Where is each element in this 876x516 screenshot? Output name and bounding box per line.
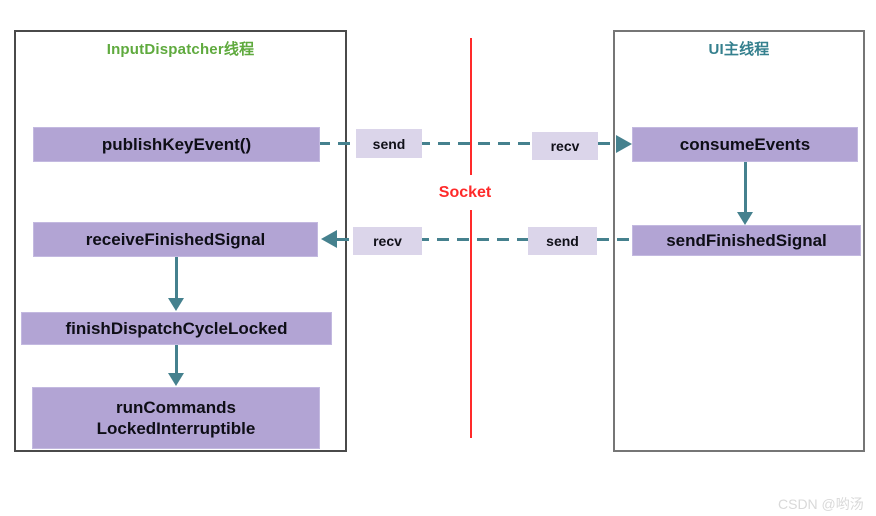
node-runcommandslockedinterruptible: runCommands LockedInterruptible	[32, 387, 320, 449]
chip-row2-recv: recv	[353, 227, 422, 255]
socket-line-bottom	[470, 210, 472, 438]
chip-row1-recv: recv	[532, 132, 598, 160]
node-publishkeyevent: publishKeyEvent()	[33, 127, 320, 162]
ui-main-thread-title: UI主线程	[708, 41, 770, 58]
chip-row2-send: send	[528, 227, 597, 255]
dashed-link-row1	[318, 142, 618, 145]
node-receivefinishedsignal: receiveFinishedSignal	[33, 222, 318, 257]
dashed-link-row2	[337, 238, 633, 241]
node-finishdispatchcyclelocked: finishDispatchCycleLocked	[21, 312, 332, 345]
arrowhead-into-runcommands-icon	[168, 373, 184, 386]
socket-line-top	[470, 38, 472, 175]
arrowhead-into-consumeevents-icon	[616, 135, 632, 153]
arrowhead-into-receivefinishedsignal-icon	[321, 230, 337, 248]
node-consumeevents: consumeEvents	[632, 127, 858, 162]
arrowhead-into-sendfinishedsignal-icon	[737, 212, 753, 225]
flow-consume-to-sendsignal	[744, 162, 747, 214]
runcommands-line2: LockedInterruptible	[96, 419, 256, 438]
flow-receive-to-finishdispatch	[175, 257, 178, 300]
node-sendfinishedsignal: sendFinishedSignal	[632, 225, 861, 256]
chip-row1-send: send	[356, 129, 422, 158]
socket-label: Socket	[438, 184, 492, 201]
watermark: CSDN @哟汤	[778, 496, 864, 512]
inputdispatcher-thread-title: InputDispatcher线程	[106, 41, 255, 58]
flow-finishdispatch-to-runcommands	[175, 345, 178, 375]
runcommands-line1: runCommands	[116, 397, 236, 417]
arrowhead-into-finishdispatchcyclelocked-icon	[168, 298, 184, 311]
